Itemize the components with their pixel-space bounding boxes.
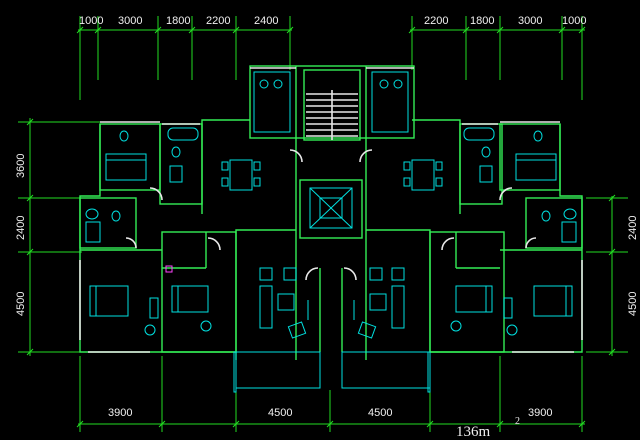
living-room-left [259, 267, 309, 339]
elevator [309, 187, 353, 229]
door-swings [125, 149, 537, 281]
desks-chairs [144, 297, 518, 336]
dining-table-right [403, 159, 443, 191]
top-dim-1000-right: 1000 [562, 15, 586, 27]
left-dim-4500: 4500 [15, 292, 27, 316]
dining-table-left [221, 159, 261, 191]
right-dim-4500: 4500 [627, 292, 639, 316]
right-dimension-chain: 2400 4500 [586, 194, 639, 356]
area-unit-superscript: 2 [515, 416, 520, 427]
bottom-dim-3900-right: 3900 [528, 407, 552, 419]
beds [89, 153, 573, 317]
bottom-dim-4500-left: 4500 [268, 407, 292, 419]
left-dim-2400: 2400 [15, 216, 27, 240]
bottom-dim-4500-right: 4500 [368, 407, 392, 419]
area-value: 136m [456, 424, 491, 440]
top-dim-2200-left: 2200 [206, 15, 230, 27]
top-dimension-chain: 1000 3000 1800 2200 2400 2200 1800 3000 … [76, 15, 586, 100]
right-dim-2400: 2400 [627, 216, 639, 240]
top-dim-1800-right: 1800 [470, 15, 494, 27]
top-dim-1000-left: 1000 [79, 15, 103, 27]
area-label: 136m 2 [456, 416, 520, 440]
living-room-right [353, 267, 405, 339]
top-dim-1800-left: 1800 [166, 15, 190, 27]
top-dim-2400-left: 2400 [254, 15, 278, 27]
top-dim-3000-left: 3000 [118, 15, 142, 27]
staircase [306, 90, 358, 140]
left-dim-3600: 3600 [15, 154, 27, 178]
bottom-dimension-chain: 3900 4500 4500 3900 [76, 356, 586, 432]
building-walls [79, 65, 583, 393]
accent-marks [165, 265, 173, 273]
top-dim-3000-right: 3000 [518, 15, 542, 27]
kitchens [253, 71, 409, 133]
bathroom-fixtures [85, 127, 577, 243]
windows [79, 67, 583, 353]
left-dimension-chain: 3600 2400 4500 [15, 118, 100, 356]
top-dim-2200-right: 2200 [424, 15, 448, 27]
bottom-dim-3900-left: 3900 [108, 407, 132, 419]
